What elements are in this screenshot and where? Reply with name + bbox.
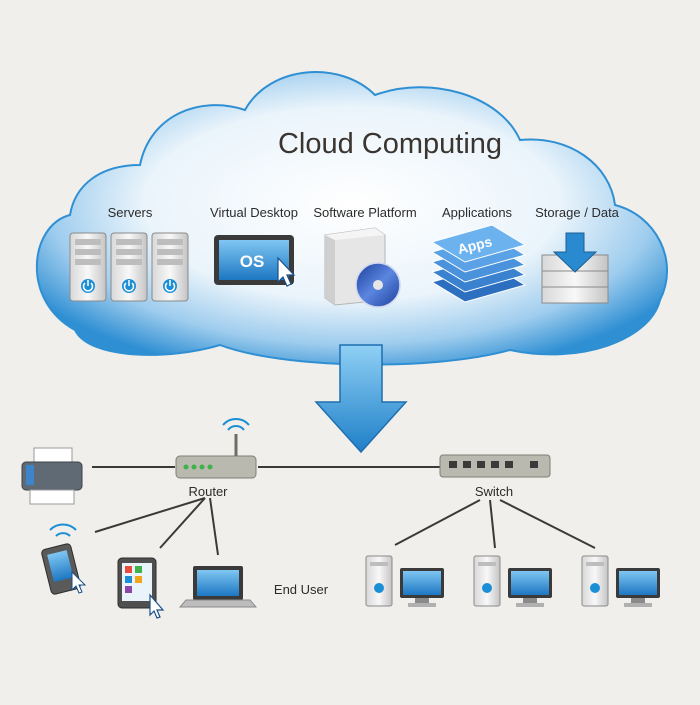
- router-label: Router: [188, 484, 228, 499]
- software-box-icon: [324, 227, 401, 308]
- switch-label: Switch: [474, 484, 514, 499]
- applications-label: Applications: [441, 205, 513, 220]
- applications-stack-icon: Apps: [430, 224, 527, 303]
- download-arrow-icon: [552, 232, 598, 273]
- switch-icon: [439, 454, 551, 478]
- down-arrow-icon: [314, 344, 408, 454]
- servers-icon: [69, 232, 189, 302]
- laptop-icon: [178, 566, 258, 608]
- end-user-label: End User: [273, 582, 329, 597]
- wifi-signal-icon: [227, 425, 245, 431]
- storage-data-label: Storage / Data: [535, 205, 619, 220]
- tablet-icon: [117, 557, 165, 619]
- os-screen-text: OS: [240, 252, 265, 271]
- software-platform-label: Software Platform: [313, 205, 417, 220]
- network-lines: [92, 466, 596, 556]
- desktop-pc-icon: [473, 555, 552, 607]
- cloud-shape: [35, 71, 669, 366]
- smartphone-icon: [41, 523, 87, 595]
- virtual-desktop-icon: OS: [214, 235, 296, 287]
- router-icon: [175, 418, 257, 479]
- virtual-desktop-label: Virtual Desktop: [210, 205, 298, 220]
- pointer-hand-icon: [277, 256, 296, 287]
- desktop-pc-icon: [365, 555, 444, 607]
- cloud-title: Cloud Computing: [277, 128, 503, 160]
- servers-label: Servers: [107, 205, 153, 220]
- storage-data-icon: [541, 232, 609, 304]
- desktop-pc-icon: [581, 555, 660, 607]
- printer-icon: [21, 447, 83, 505]
